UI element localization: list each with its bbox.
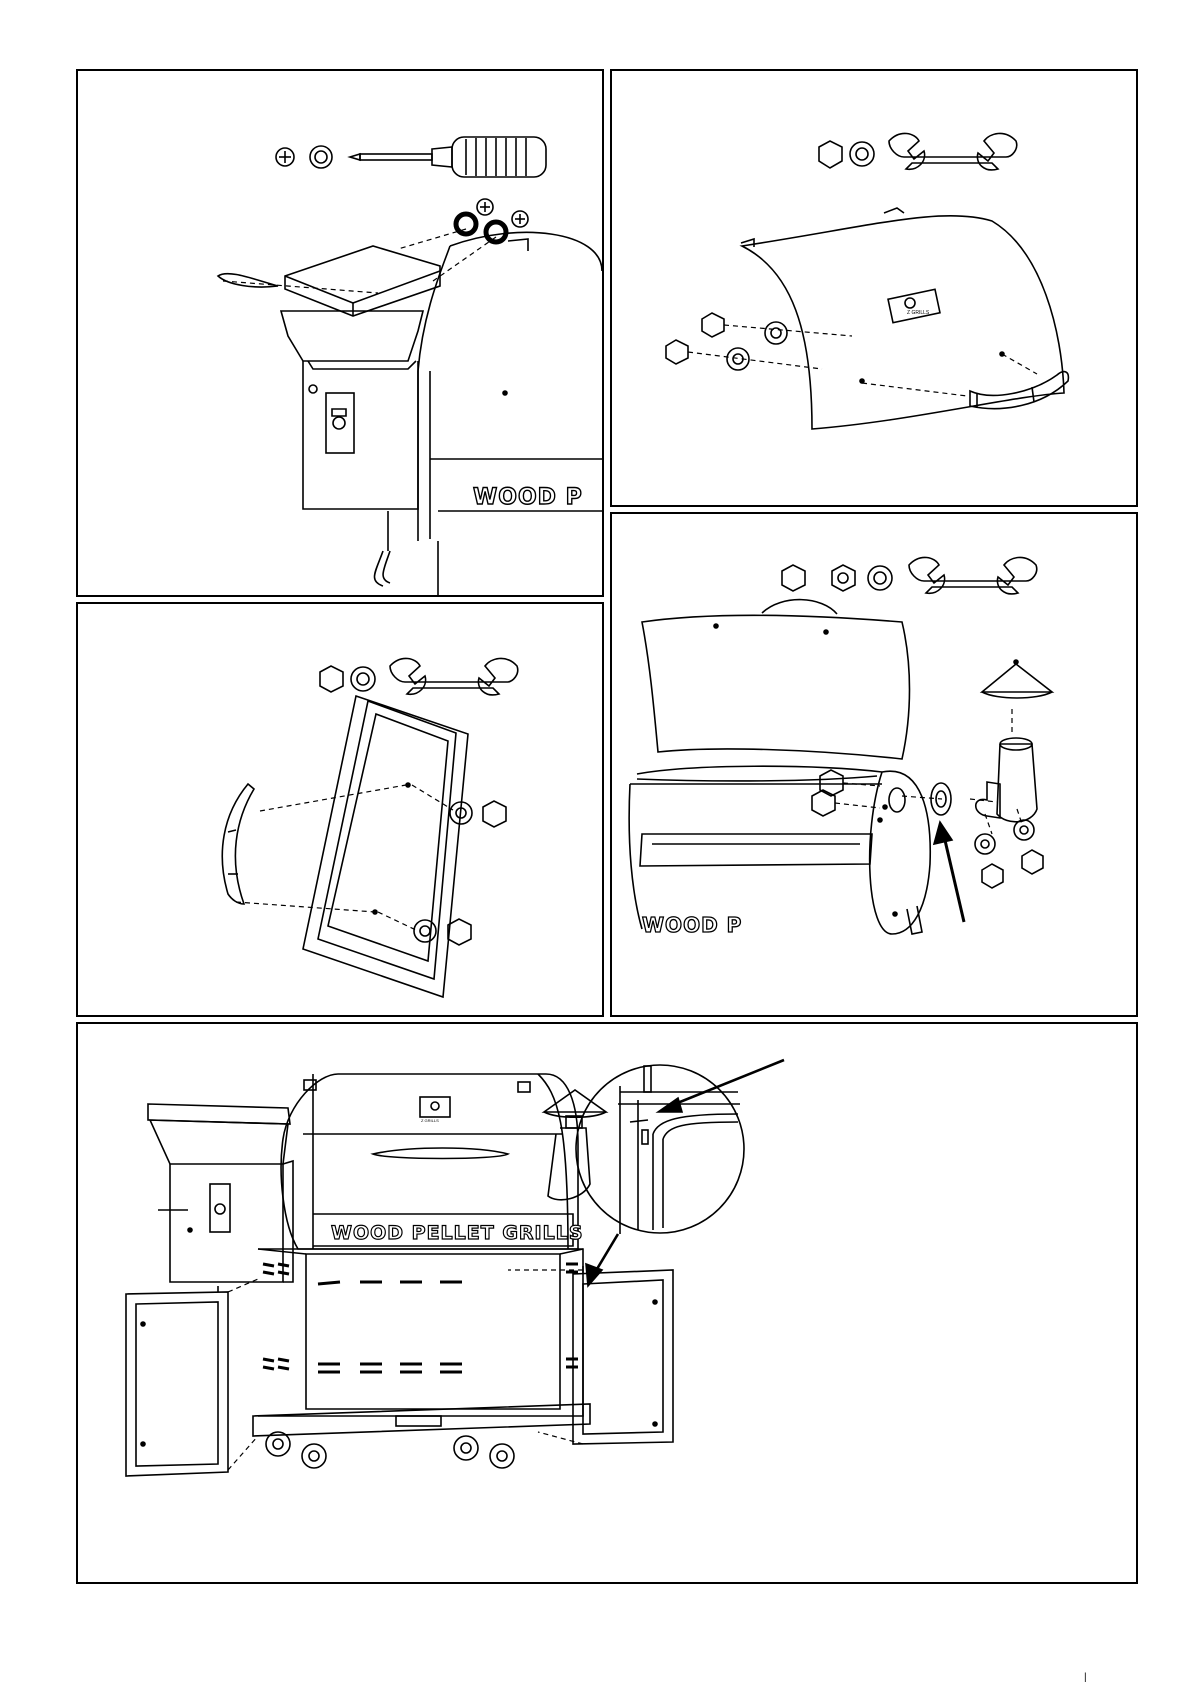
- screw-icon: [477, 199, 493, 215]
- washer-icon: [850, 142, 874, 166]
- grill-label: WOOD PELLET GRILLS: [331, 1222, 584, 1244]
- page-corner-mark: |: [1084, 1672, 1087, 1683]
- wrench-icon: [889, 133, 1017, 169]
- panel-hopper-lid: WOOD P: [76, 69, 604, 597]
- lid-badge-text: Z GRILLS: [907, 310, 930, 316]
- panel-final-assembly: WOOD PELLET GRILLS: [76, 1022, 1138, 1584]
- screwdriver-icon: [350, 137, 546, 177]
- panel-chimney: WOOD P: [610, 512, 1138, 1017]
- wood-label: WOOD P: [473, 485, 583, 510]
- washer-icon: [868, 566, 892, 590]
- final-assembly-diagram: WOOD PELLET GRILLS: [78, 1024, 1136, 1582]
- wrench-icon: [390, 658, 518, 694]
- lid-handle-diagram: Z GRILLS: [612, 71, 1136, 505]
- arrow-icon: [586, 1234, 618, 1286]
- washer-icon: [975, 820, 1034, 854]
- screw-icon: [512, 211, 528, 227]
- hex-nut-icon: [982, 850, 1043, 888]
- panel-door-handle: [76, 602, 604, 1017]
- chimney-diagram: WOOD P: [612, 514, 1136, 1015]
- wood-label: WOOD P: [642, 913, 742, 937]
- washer-icon: [351, 667, 375, 691]
- door-handle-diagram: [78, 604, 602, 1015]
- washer-icon: [310, 146, 332, 168]
- grill-badge-text: Z GRILLS: [421, 1118, 439, 1123]
- hex-nut-icon: [782, 565, 805, 591]
- hex-nut-icon: [666, 340, 688, 364]
- wrench-icon: [909, 557, 1037, 593]
- panel-lid-handle: Z GRILLS: [610, 69, 1138, 507]
- screw-icon: [276, 148, 294, 166]
- hex-nut-icon: [832, 565, 855, 591]
- hex-nut-icon: [812, 770, 843, 816]
- arrow-icon: [934, 822, 964, 922]
- hex-nut-icon: [819, 141, 842, 168]
- hex-nut-icon: [320, 666, 343, 692]
- hopper-lid-diagram: WOOD P: [78, 71, 602, 595]
- hex-nut-icon: [702, 313, 724, 337]
